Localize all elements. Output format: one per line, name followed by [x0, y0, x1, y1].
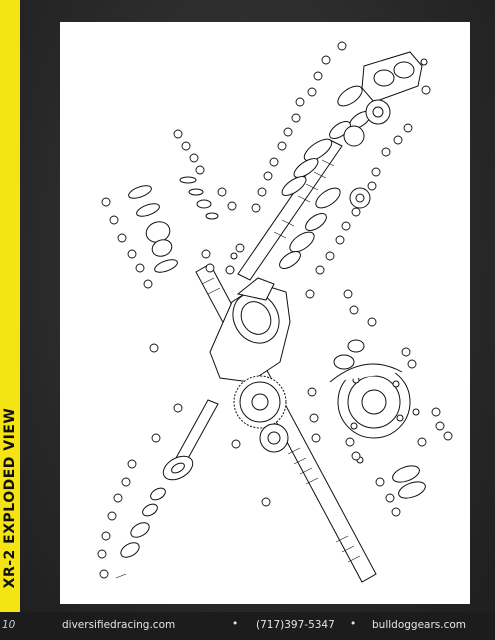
page-footer: 10 diversifiedracing.com • (717)397-5347… [0, 612, 495, 640]
ring-gear [233, 375, 287, 429]
footer-link-bulldog[interactable]: bulldoggears.com [372, 619, 467, 631]
footer-bullet-2: • [350, 618, 357, 630]
exploded-view-illustration [97, 41, 453, 583]
accent-side-bar [0, 0, 20, 612]
input-bearings [279, 85, 371, 269]
left-bearing-stack [115, 487, 166, 579]
stub-shaft [162, 399, 219, 481]
carrier-flange [337, 365, 411, 439]
side-title-text: XR-2 EXPLODED VIEW [2, 407, 18, 589]
small-hardware [179, 176, 238, 275]
exploded-view-diagram [60, 22, 470, 604]
footer-bullet-1: • [232, 618, 239, 630]
seal-ring [329, 339, 403, 383]
page-number: 10 [2, 619, 16, 631]
top-cover-plate [361, 51, 428, 103]
footer-phone: (717)397-5347 [256, 619, 335, 631]
spur-gears [343, 99, 391, 209]
part-callouts [97, 41, 453, 579]
side-title: XR-2 EXPLODED VIEW [0, 388, 20, 608]
footer-link-diversified[interactable]: diversifiedracing.com [62, 619, 176, 631]
axle-hub [259, 423, 289, 453]
input-shaft-stack [237, 139, 343, 281]
left-upper-rings [128, 185, 178, 273]
differential-housing [209, 277, 291, 383]
